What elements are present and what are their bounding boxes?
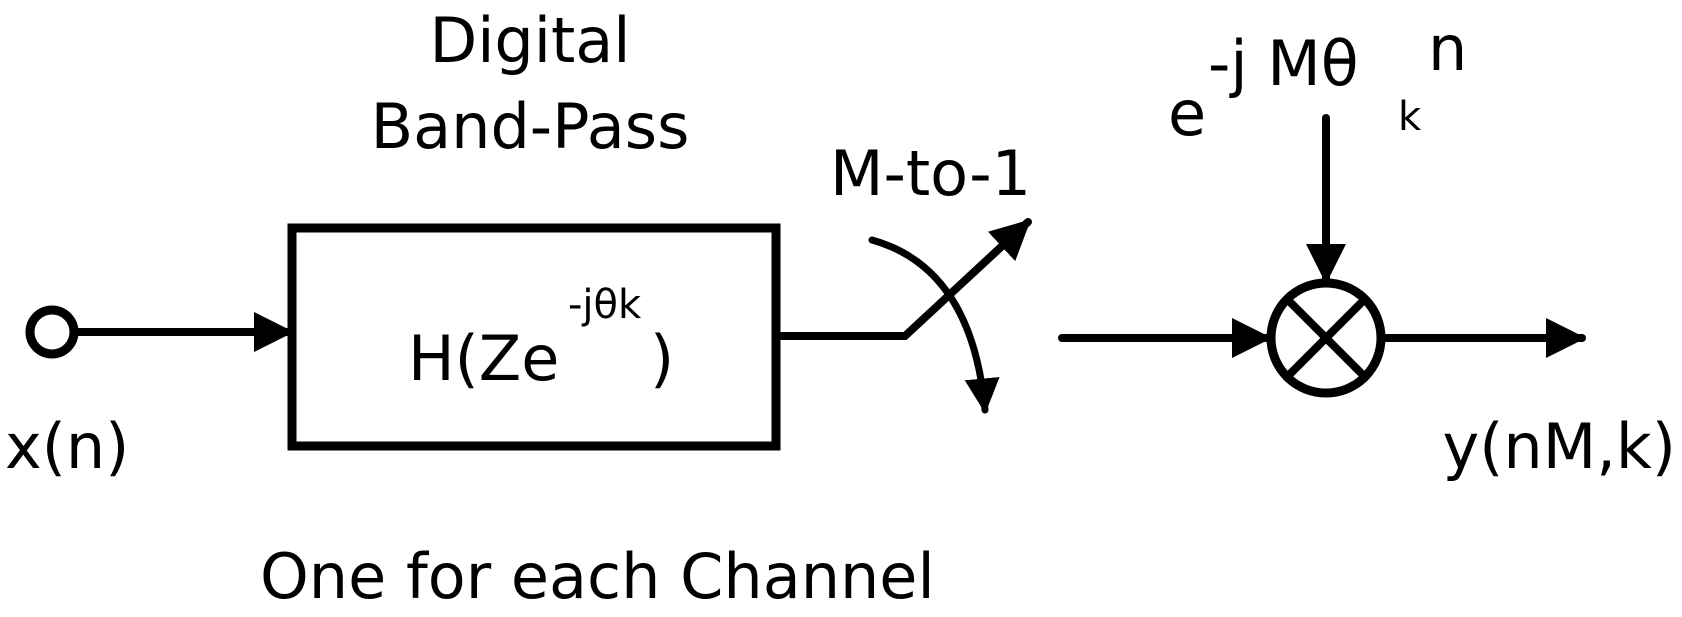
output-label: y(nM,k)	[1443, 410, 1676, 483]
input-terminal	[25, 305, 79, 359]
decimator-switch-arrow	[901, 218, 1032, 340]
filter-title-line2: Band-Pass	[371, 90, 690, 163]
filter-transfer-function-exponent: -jθk	[568, 282, 642, 328]
caption: One for each Channel	[260, 540, 935, 613]
input-label: x(n)	[5, 410, 129, 483]
oscillator-exponent-part1: -j Mθ	[1208, 27, 1359, 100]
mixer-cross-line-2	[1284, 296, 1368, 380]
oscillator-base: e	[1168, 77, 1206, 150]
decimator-rotation-arrow	[868, 236, 1000, 414]
oscillator-exponent-subscript: k	[1398, 94, 1422, 140]
oscillator-exponent-part2: n	[1428, 12, 1467, 85]
filter-transfer-function-base: H(Ze	[408, 322, 559, 395]
decimator-label: M-to-1	[830, 137, 1031, 210]
filter-title-line1: Digital	[429, 4, 630, 77]
filter-transfer-function-close: )	[650, 322, 674, 395]
